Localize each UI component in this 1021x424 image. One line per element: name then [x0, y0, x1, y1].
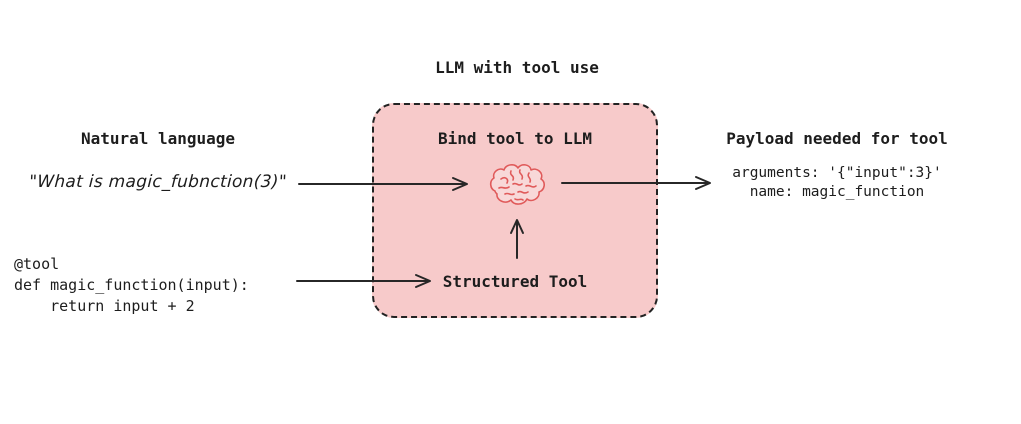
payload-heading: Payload needed for tool — [726, 129, 948, 148]
natural-language-heading: Natural language — [80, 129, 236, 148]
tool-code-block: @tool def magic_function(input): return … — [14, 255, 249, 315]
natural-language-quote: "What is magic_fubnction(3)" — [28, 172, 288, 192]
bind-tool-heading: Bind tool to LLM — [437, 129, 593, 148]
payload-arguments-line: arguments: '{"input":3}' — [732, 165, 942, 181]
structured-tool-label: Structured Tool — [442, 272, 588, 291]
brain-icon — [485, 161, 549, 211]
payload-name-line: name: magic_function — [749, 184, 925, 200]
diagram-title: LLM with tool use — [435, 58, 599, 77]
payload-text: arguments: '{"input":3}' name: magic_fun… — [697, 164, 977, 202]
